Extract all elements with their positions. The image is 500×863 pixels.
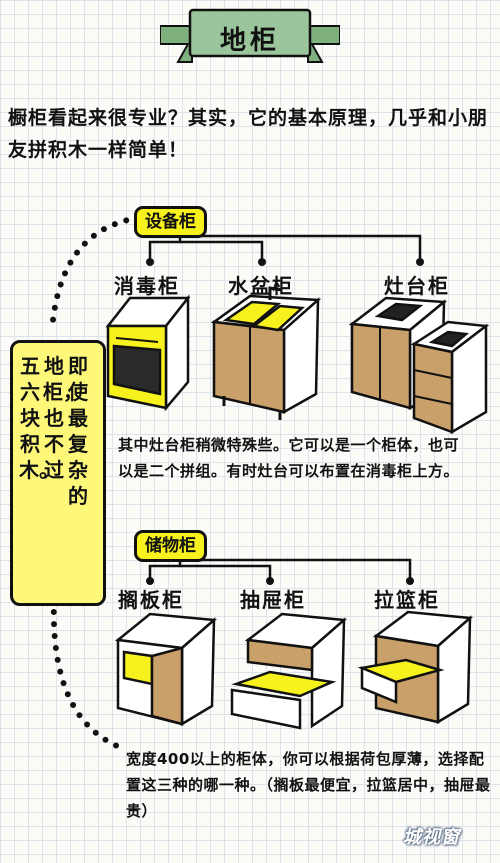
dotted-connector-bottom	[50, 597, 125, 751]
dotted-connector-top	[49, 215, 141, 333]
stove-cabinet-drawing	[348, 296, 490, 435]
shelf-cabinet-drawing	[114, 612, 218, 727]
sink-cabinet-drawing	[210, 286, 322, 420]
side-note-col-2: 地柜，也不过	[43, 354, 83, 482]
equipment-note: 其中灶台柜稍微特殊些。它可以是一个柜体，也可以是二个拼组。有时灶台可以布置在消毒…	[118, 436, 460, 480]
ribbon-shape	[159, 8, 341, 63]
drawer-cabinet-drawing	[230, 612, 348, 730]
equipment-item-stove: 灶台柜	[384, 274, 450, 298]
equipment-heading: 设备柜	[134, 206, 207, 238]
side-note-box: 即使最复杂的 地柜，也不过 五六块积木。	[10, 340, 106, 606]
side-note-col-3: 五六块积木。	[19, 354, 59, 482]
storage-item-drawer: 抽屉柜	[240, 588, 306, 612]
equipment-item-disinfection: 消毒柜	[114, 274, 180, 298]
storage-heading: 储物柜	[134, 530, 207, 562]
storage-item-basket: 拉篮柜	[374, 588, 440, 612]
storage-item-shelf: 搁板柜	[118, 588, 184, 612]
title-banner: 地柜	[159, 4, 341, 68]
disinfection-cabinet-drawing	[105, 294, 191, 412]
basket-cabinet-drawing	[357, 610, 474, 725]
equipment-item-sink: 水盆柜	[228, 274, 294, 298]
storage-note: 宽度400以上的柜体，你可以根据荷包厚薄，选择配置这三种的哪一种。（搁板最便宜，…	[126, 750, 491, 820]
watermark-logo: 城视窗	[403, 827, 460, 848]
side-note-col-1: 即使最复杂的	[68, 354, 88, 508]
intro-text: 橱柜看起来很专业？其实，它的基本原理，几乎和小朋友拼积木一样简单！	[8, 107, 489, 161]
page-title: 地柜	[219, 26, 280, 56]
